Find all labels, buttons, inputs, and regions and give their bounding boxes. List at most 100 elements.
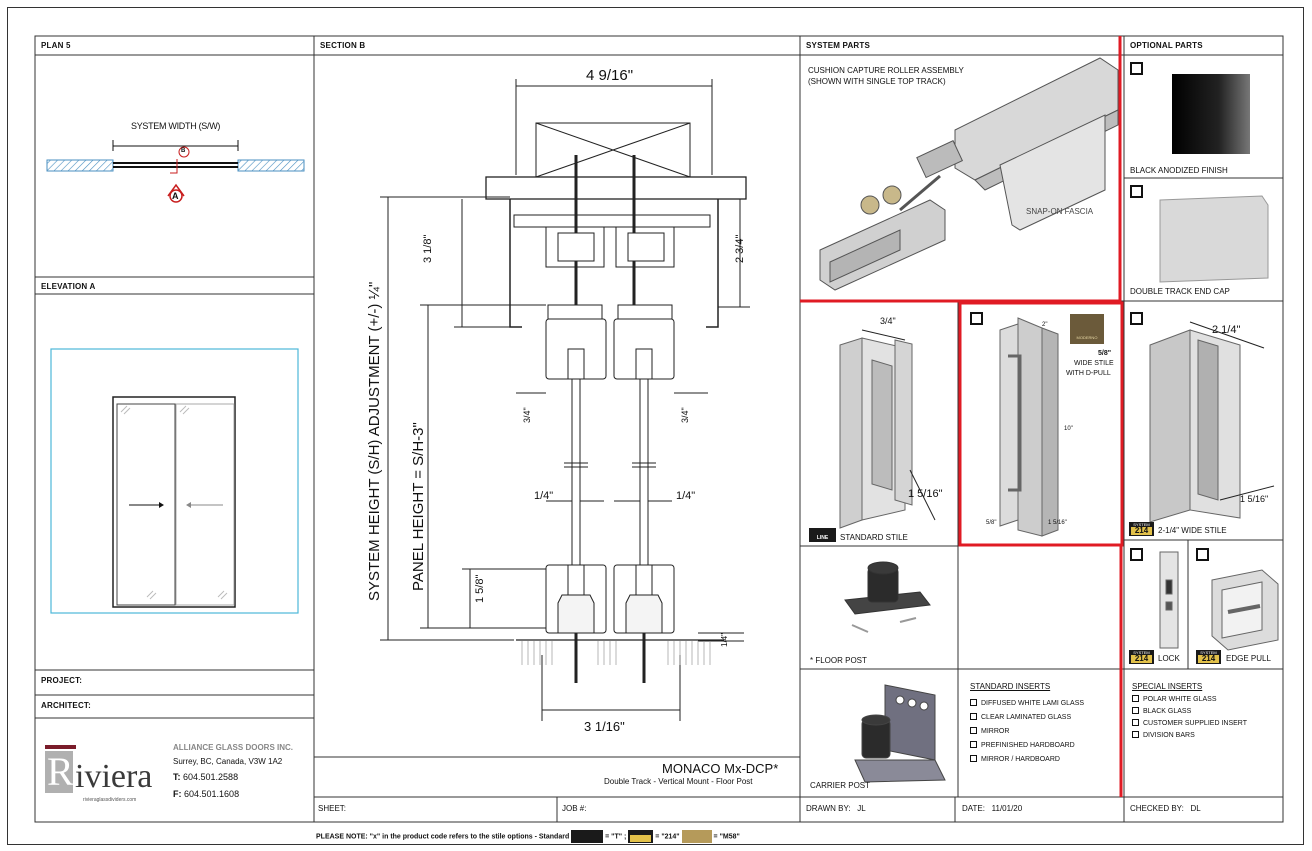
edge-pull-checkbox[interactable] <box>1196 548 1209 561</box>
moderno-title-2: WIDE STILE <box>1074 360 1114 367</box>
company-address: Surrey, BC, Canada, V3W 1A2 <box>173 757 283 766</box>
wide-stile-top-dim: 2 1/4" <box>1212 324 1241 336</box>
insert-item[interactable]: POLAR WHITE GLASS <box>1132 694 1247 706</box>
system-parts-header: SYSTEM PARTS <box>806 41 871 50</box>
stile-top-dim: 3/4" <box>880 316 896 326</box>
optional-parts-header: OPTIONAL PARTS <box>1130 41 1203 50</box>
bottom-width-dim: 3 1/16" <box>584 719 625 734</box>
end-cap-label: DOUBLE TRACK END CAP <box>1130 287 1230 296</box>
floor-post-label: * FLOOR POST <box>810 656 867 665</box>
black-finish-swatch <box>1172 74 1250 154</box>
elevation-header: ELEVATION A <box>41 282 96 291</box>
architect-label: ARCHITECT: <box>41 701 91 710</box>
system-214-badge-small <box>628 830 654 843</box>
company-fax: F: 604.501.1608 <box>173 789 239 799</box>
end-cap-checkbox[interactable] <box>1130 185 1143 198</box>
elevation-marker-a: A <box>172 191 179 201</box>
plan-drawing <box>46 140 305 203</box>
black-finish-checkbox[interactable] <box>1130 62 1143 75</box>
roller-title: CUSHION CAPTURE ROLLER ASSEMBLY <box>808 66 964 75</box>
dim-1-4-right: 1/4" <box>676 490 696 502</box>
insert-item[interactable]: DIVISION BARS <box>1132 730 1247 742</box>
insert-label: CLEAR LAMINATED GLASS <box>981 714 1072 721</box>
drawn-by-value: JL <box>857 804 866 813</box>
insert-checkbox[interactable] <box>970 741 977 748</box>
insert-item[interactable]: CUSTOMER SUPPLIED INSERT <box>1132 718 1247 730</box>
insert-item[interactable]: PREFINISHED HARDBOARD <box>970 739 1084 753</box>
insert-item[interactable]: DIFFUSED WHITE LAMI GLASS <box>970 697 1084 711</box>
insert-label: DIVISION BARS <box>1143 732 1195 739</box>
badge-system-word: SYSTEM <box>1133 522 1150 527</box>
section-view: 4 9/16" 3 1/16" 3 1/8" 2 3/4" 3/4" 3/4" … <box>314 55 800 757</box>
logo-initial: R <box>47 749 74 794</box>
tline-badge: LINE <box>809 528 836 542</box>
insert-item[interactable]: BLACK GLASS <box>1132 706 1247 718</box>
logo-square <box>45 751 73 793</box>
moderno-title-1: 5/8" <box>1098 350 1112 357</box>
moderno-checkbox[interactable] <box>970 312 983 325</box>
fascia-label: SNAP-ON FASCIA <box>1026 207 1094 216</box>
insert-item[interactable]: CLEAR LAMINATED GLASS <box>970 711 1084 725</box>
insert-label: POLAR WHITE GLASS <box>1143 696 1217 703</box>
logo-wordmark: iviera <box>75 758 153 795</box>
black-finish-label: BLACK ANODIZED FINISH <box>1130 166 1228 175</box>
insert-label: BLACK GLASS <box>1143 708 1192 715</box>
insert-checkbox[interactable] <box>1132 695 1139 702</box>
insert-checkbox[interactable] <box>970 699 977 706</box>
wide-stile-label: 2-1/4" WIDE STILE <box>1158 526 1227 535</box>
checked-by: CHECKED BY: DL <box>1130 804 1201 813</box>
system-214-badge: SYSTEM 214 <box>1196 650 1221 664</box>
insert-checkbox[interactable] <box>970 727 977 734</box>
note-code-214: = "214" <box>655 833 680 841</box>
note-code-t: = "T" ; <box>605 833 627 841</box>
product-description: Double Track - Vertical Mount - Floor Po… <box>604 777 753 786</box>
lock-label: LOCK <box>1158 654 1180 663</box>
lock-checkbox[interactable] <box>1130 548 1143 561</box>
fax-value: 604.501.1608 <box>184 789 240 799</box>
insert-label: MIRROR / HARDBOARD <box>981 756 1060 763</box>
insert-item[interactable]: MIRROR / HARDBOARD <box>970 753 1084 767</box>
drawn-by-label: DRAWN BY: <box>806 804 851 813</box>
moderno-dim-5-8: 5/8" <box>986 520 997 526</box>
company-block: R iviera rivieraglassdividers.com ALLIAN… <box>35 718 314 822</box>
drawing-frame <box>7 7 1304 845</box>
elevation-drawing <box>50 348 299 614</box>
badge-system-word: SYSTEM <box>1200 650 1217 655</box>
system-214-badge: SYSTEM 214 <box>1129 650 1154 664</box>
moderno-dim-1-5-16: 1 5/16" <box>1048 520 1067 526</box>
insert-checkbox[interactable] <box>1132 707 1139 714</box>
top-width-dim: 4 9/16" <box>586 67 634 84</box>
badge-system-num: 214 <box>1131 655 1152 663</box>
moderno-dim-2: 2" <box>1042 322 1048 328</box>
special-inserts-title: SPECIAL INSERTS <box>1132 682 1203 691</box>
badge-system-word: SYSTEM <box>1133 650 1150 655</box>
system-width-label: SYSTEM WIDTH (S/W) <box>131 121 221 131</box>
section-marker-b: B <box>181 148 186 154</box>
checked-by-label: CHECKED BY: <box>1130 804 1184 813</box>
date-value: 11/01/20 <box>991 804 1023 813</box>
insert-item[interactable]: MIRROR <box>970 725 1084 739</box>
stile-code-note: PLEASE NOTE: "x" in the product code ref… <box>316 830 740 843</box>
insert-checkbox[interactable] <box>1132 719 1139 726</box>
phone-value: 604.501.2588 <box>183 772 239 782</box>
insert-label: PREFINISHED HARDBOARD <box>981 742 1075 749</box>
section-header: SECTION B <box>320 41 366 50</box>
insert-checkbox[interactable] <box>1132 731 1139 738</box>
dim-1-4-left: 1/4" <box>534 490 554 502</box>
insert-checkbox[interactable] <box>970 713 977 720</box>
project-label: PROJECT: <box>41 676 83 685</box>
drawn-by: DRAWN BY: JL <box>806 804 866 813</box>
insert-label: CUSTOMER SUPPLIED INSERT <box>1143 720 1247 727</box>
wide-stile-checkbox[interactable] <box>1130 312 1143 325</box>
checked-by-value: DL <box>1190 804 1201 813</box>
carrier-post-label: CARRIER POST <box>810 781 871 790</box>
insert-checkbox[interactable] <box>970 755 977 762</box>
